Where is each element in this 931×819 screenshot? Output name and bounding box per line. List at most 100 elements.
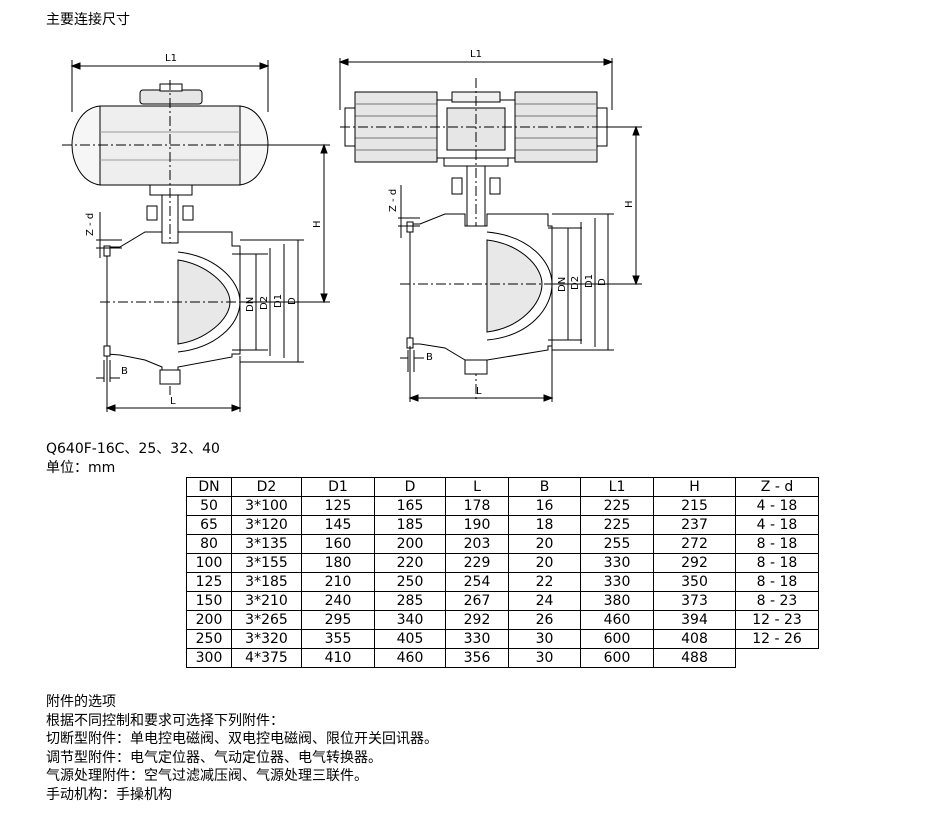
- table-cell: 200: [374, 534, 446, 554]
- table-cell: 12 - 26: [735, 629, 819, 649]
- table-cell: 20: [508, 553, 581, 573]
- table-cell: 190: [445, 515, 509, 535]
- table-cell: 250: [186, 629, 232, 649]
- table-cell: 3*320: [231, 629, 302, 649]
- page-title: 主要连接尺寸: [46, 12, 130, 28]
- table-cell: 8 - 18: [735, 534, 819, 554]
- table-cell: 4*375: [231, 648, 302, 668]
- table-cell: 125: [186, 572, 232, 592]
- table-cell: 330: [580, 572, 654, 592]
- table-cell: 285: [374, 591, 446, 611]
- label-h-right: H: [624, 200, 635, 208]
- table-cell: 200: [186, 610, 232, 630]
- table-cell: 225: [580, 515, 654, 535]
- label-b-right: B: [426, 352, 433, 363]
- table-cell: 180: [301, 553, 375, 573]
- label-h-left: H: [312, 220, 323, 228]
- table-cell: 20: [508, 534, 581, 554]
- table-cell: 3*185: [231, 572, 302, 592]
- notes-line: 手动机构：手操机构: [46, 786, 172, 803]
- table-cell: 203: [445, 534, 509, 554]
- table-cell: 460: [374, 648, 446, 668]
- table-cell: 165: [374, 496, 446, 516]
- notes-line: 调节型附件：电气定位器、气动定位器、电气转换器。: [46, 749, 382, 766]
- table-cell: 50: [186, 496, 232, 516]
- table-cell: 237: [653, 515, 736, 535]
- notes-line: 切断型附件：单电控电磁阀、双电控电磁阀、限位开关回讯器。: [46, 731, 438, 748]
- table-cell: 292: [653, 553, 736, 573]
- table-cell: 410: [301, 648, 375, 668]
- table-cell: 229: [445, 553, 509, 573]
- table-header-cell: D1: [301, 477, 375, 497]
- table-cell: 16: [508, 496, 581, 516]
- label-dn-left: DN: [245, 297, 256, 312]
- table-cell: 240: [301, 591, 375, 611]
- accessory-notes: 附件的选项 根据不同控制和要求可选择下列附件： 切断型附件：单电控电磁阀、双电控…: [46, 693, 438, 805]
- table-cell: 30: [508, 648, 581, 668]
- table-header-cell: DN: [186, 477, 232, 497]
- label-l1-left: L1: [165, 53, 177, 64]
- table-cell: 460: [580, 610, 654, 630]
- label-l1-right: L1: [470, 49, 482, 60]
- table-cell: 600: [580, 648, 654, 668]
- table-cell: 350: [653, 572, 736, 592]
- table-cell: 3*135: [231, 534, 302, 554]
- notes-heading: 附件的选项: [46, 694, 116, 710]
- table-header-cell: Z - d: [735, 477, 819, 497]
- label-d1-right: D1: [584, 274, 595, 288]
- table-cell: 355: [301, 629, 375, 649]
- table-cell: 300: [186, 648, 232, 668]
- table-cell: 8 - 18: [735, 572, 819, 592]
- table-cell: 160: [301, 534, 375, 554]
- label-l-right: L: [476, 386, 482, 397]
- table-cell: 210: [301, 572, 375, 592]
- table-cell: 408: [653, 629, 736, 649]
- table-cell: 22: [508, 572, 581, 592]
- table-cell: 65: [186, 515, 232, 535]
- table-cell: 30: [508, 629, 581, 649]
- table-header-cell: H: [653, 477, 736, 497]
- unit-label: 单位：mm: [46, 460, 116, 476]
- table-cell: 178: [445, 496, 509, 516]
- table-cell: 220: [374, 553, 446, 573]
- table-cell: 292: [445, 610, 509, 630]
- table-cell: 18: [508, 515, 581, 535]
- table-header-cell: D: [374, 477, 446, 497]
- table-cell: 250: [374, 572, 446, 592]
- label-d2-left: D2: [259, 296, 270, 310]
- table-cell: 8 - 18: [735, 553, 819, 573]
- notes-line: 根据不同控制和要求可选择下列附件：: [46, 712, 284, 729]
- label-d-left: D: [287, 297, 298, 305]
- table-cell: 488: [653, 648, 736, 668]
- table-cell: 215: [653, 496, 736, 516]
- table-cell: 380: [580, 591, 654, 611]
- label-l-left: L: [170, 396, 176, 407]
- table-cell: 600: [580, 629, 654, 649]
- table-cell: 330: [445, 629, 509, 649]
- table-cell: 330: [580, 553, 654, 573]
- table-cell: 373: [653, 591, 736, 611]
- table-cell: 125: [301, 496, 375, 516]
- label-zd-left: Z - d: [85, 213, 96, 236]
- notes-line: 气源处理附件：空气过滤减压阀、气源处理三联件。: [46, 768, 368, 785]
- table-header-cell: B: [508, 477, 581, 497]
- table-cell: 4 - 18: [735, 496, 819, 516]
- table-cell: 405: [374, 629, 446, 649]
- table-cell: 3*100: [231, 496, 302, 516]
- table-cell: 267: [445, 591, 509, 611]
- table-cell: 100: [186, 553, 232, 573]
- table-header-cell: D2: [231, 477, 302, 497]
- table-cell: 340: [374, 610, 446, 630]
- table-cell: 145: [301, 515, 375, 535]
- table-cell: 24: [508, 591, 581, 611]
- table-cell: 3*210: [231, 591, 302, 611]
- table-cell: 4 - 18: [735, 515, 819, 535]
- table-cell: 394: [653, 610, 736, 630]
- table-cell: 272: [653, 534, 736, 554]
